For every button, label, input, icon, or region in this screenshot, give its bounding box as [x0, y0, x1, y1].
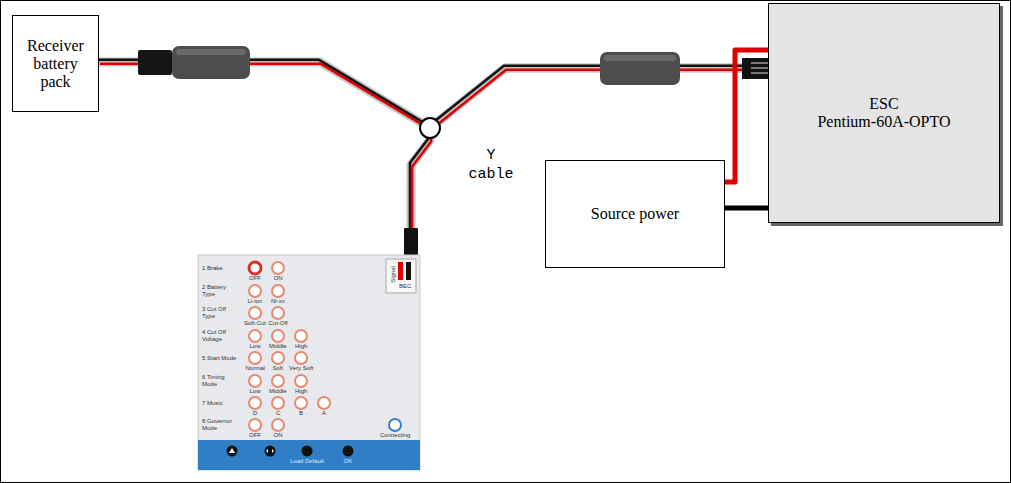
cable-label: Y cable [466, 146, 516, 184]
option-label: Cut-Off [269, 320, 288, 327]
ground-pin [406, 262, 411, 280]
option-ring [295, 397, 307, 409]
battery-box: Receiver battery pack [12, 15, 99, 112]
option-label: Ni-xx [271, 298, 285, 305]
option-label: OK [344, 458, 353, 465]
setting-name: 4 Cut Off Voltage [202, 329, 238, 343]
option-label: High [295, 388, 307, 395]
option-label: BEC [399, 283, 411, 290]
status-ring [389, 419, 401, 431]
option-ring [272, 330, 284, 342]
option-ring [249, 352, 261, 364]
program-card: SignalBEC 1 BrakeOFF ON 2 Battery TypeLi-io… [198, 255, 420, 470]
node-text: ESC [869, 95, 898, 113]
option-ring [249, 330, 261, 342]
option-ring [272, 262, 284, 274]
button-icon [266, 449, 274, 453]
option-label: Soft [273, 365, 284, 372]
wire [725, 50, 768, 182]
wire [725, 206, 768, 211]
plug-sleeve [600, 52, 680, 85]
setting-name: 2 Battery Type [202, 284, 238, 298]
option-label: Middle [269, 343, 287, 350]
plug-highlight [604, 55, 676, 61]
option-label: OFF [249, 275, 261, 282]
setting-name: 8 Governor Mode [202, 418, 238, 432]
option-ring [272, 397, 284, 409]
option-label: OFF [249, 432, 261, 439]
node-text: Pentium-60A-OPTO [817, 113, 950, 131]
option-label: A [322, 410, 326, 417]
card-plug [404, 228, 418, 255]
option-ring [249, 375, 261, 387]
button-icon [229, 448, 235, 453]
node-text: Source power [591, 205, 679, 223]
lead-strand [751, 68, 768, 69]
option-ring [295, 330, 307, 342]
option-ring [295, 352, 307, 364]
option-label: Soft-Cut [244, 320, 266, 327]
option-label: Low [250, 388, 261, 395]
option-label: B [299, 410, 303, 417]
option-label: Normal [246, 365, 265, 372]
card-button [343, 446, 354, 457]
plug-housing [138, 50, 172, 75]
lead-strand [751, 73, 768, 74]
plug-highlight [176, 49, 246, 55]
signal-pin [398, 262, 403, 280]
node-text: Receiver battery pack [17, 37, 94, 91]
y-junction [420, 118, 440, 138]
power-source-box: Source power [545, 160, 725, 268]
lead-end [742, 58, 768, 79]
option-ring [295, 375, 307, 387]
card-button [227, 446, 238, 457]
option-label: Connecting [380, 432, 410, 439]
option-label: Signal [389, 266, 396, 283]
button-bar [198, 440, 420, 470]
card-button [302, 446, 313, 457]
setting-name: 1 Brake [202, 265, 238, 272]
setting-name: 3 Cut Off Type [202, 306, 238, 320]
setting-name: 7 Music [202, 400, 238, 407]
option-ring [249, 307, 261, 319]
option-ring [249, 262, 261, 274]
option-label: Very Soft [289, 365, 313, 372]
setting-name: 6 Timing Mode [202, 374, 238, 388]
card-button [265, 446, 276, 457]
wire-connector [725, 50, 768, 182]
option-label: Low [250, 343, 261, 350]
option-ring [272, 375, 284, 387]
option-label: ON [274, 432, 283, 439]
setting-name: 5 Start Mode [202, 355, 238, 362]
option-ring [318, 397, 330, 409]
option-ring [272, 307, 284, 319]
option-ring [249, 397, 261, 409]
option-label: High [295, 343, 307, 350]
lead-strand [751, 63, 768, 64]
option-ring [272, 352, 284, 364]
option-ring [272, 419, 284, 431]
card-body [198, 255, 420, 470]
option-label: ON [274, 275, 283, 282]
esc-box: ESCPentium-60A-OPTO [768, 3, 1000, 223]
option-label: Li-ion [248, 298, 263, 305]
option-ring [272, 285, 284, 297]
option-ring [249, 419, 261, 431]
plug-sleeve [172, 46, 250, 79]
option-label: Load Default [290, 458, 324, 465]
option-label: Middle [269, 388, 287, 395]
option-label: C [276, 410, 280, 417]
option-label: D [253, 410, 257, 417]
option-ring [249, 285, 261, 297]
wire-connector [725, 208, 768, 209]
port-indicator [386, 259, 416, 293]
